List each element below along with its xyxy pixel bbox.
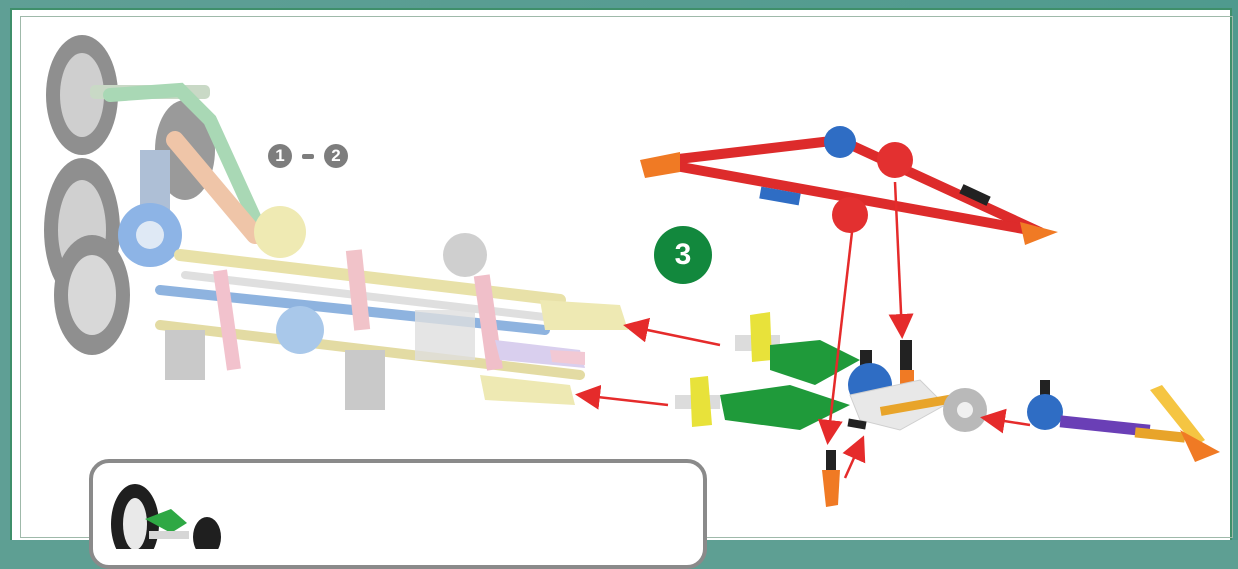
current-step-badge: 3 bbox=[654, 226, 712, 284]
gray-gear-hub bbox=[848, 363, 987, 432]
blue-purple-yellow-arm bbox=[1027, 380, 1220, 462]
model-thumbnail-icon bbox=[111, 484, 221, 549]
assembly-illustration bbox=[44, 35, 1220, 507]
green-connector-assembly-lower bbox=[675, 376, 850, 430]
model-base-with-wheels bbox=[44, 35, 628, 410]
step-badge-end: 2 bbox=[324, 144, 348, 168]
red-triangle-frame bbox=[640, 126, 1058, 245]
step-range-dash: - bbox=[302, 153, 314, 159]
model-callout-box bbox=[89, 459, 707, 569]
previous-steps-indicator: 1 - 2 bbox=[268, 144, 348, 168]
step-range-separator: - bbox=[302, 154, 303, 155]
orange-end-clip bbox=[822, 418, 867, 507]
step-badge-start: 1 bbox=[268, 144, 292, 168]
instruction-arrows bbox=[575, 181, 1031, 479]
